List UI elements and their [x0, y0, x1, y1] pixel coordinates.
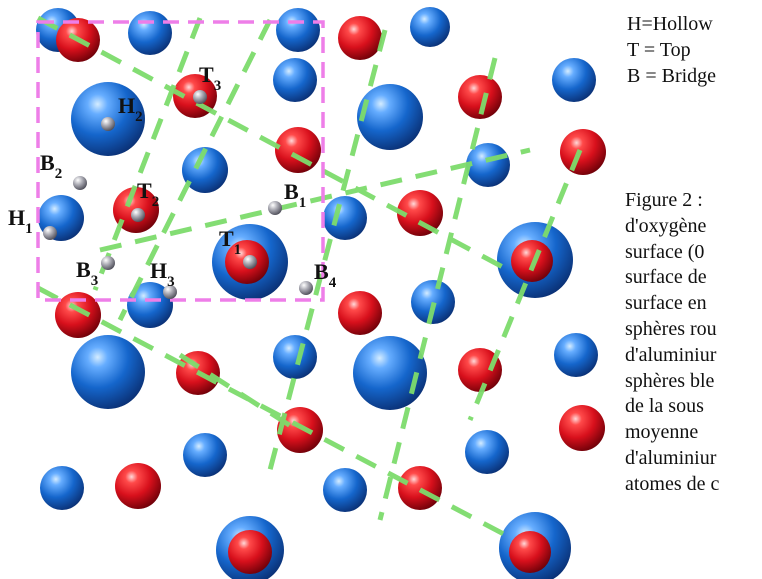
caption-line: d'aluminiur	[625, 446, 717, 469]
oxygen-atom	[458, 348, 502, 392]
caption-line: surface en	[625, 292, 707, 315]
aluminium-atom-small	[465, 430, 509, 474]
legend-hollow: H=Hollow	[627, 13, 713, 35]
site-label-b2: B2	[40, 150, 62, 182]
oxygen-atom	[559, 405, 605, 451]
aluminium-atom-large	[353, 336, 427, 410]
aluminium-atoms-small	[36, 7, 598, 512]
adsorption-site	[101, 256, 115, 270]
oxygen-atom	[560, 129, 606, 175]
caption-line: surface (0	[625, 240, 705, 263]
aluminium-atom-small	[323, 468, 367, 512]
aluminium-atom-small	[410, 7, 450, 47]
adsorption-site	[299, 281, 313, 295]
caption-line: sphères rou	[625, 317, 717, 340]
oxygen-atom	[115, 463, 161, 509]
aluminium-atom-small	[183, 433, 227, 477]
aluminium-atom-small	[411, 280, 455, 324]
site-label-h1: H1	[8, 205, 33, 237]
site-label-h2: H2	[118, 93, 143, 125]
surface-line	[178, 352, 302, 435]
aluminium-atom-large	[71, 335, 145, 409]
adsorption-sites	[43, 90, 313, 299]
oxygen-atom	[277, 407, 323, 453]
surface-line	[117, 18, 273, 322]
aluminium-atom-small	[276, 8, 320, 52]
site-labels: T3 H2 B2 T2 B1 H1 T1 B3 H3 B4	[8, 62, 337, 291]
aluminium-atom-small	[127, 282, 173, 328]
site-label-b3: B3	[76, 257, 98, 289]
oxygen-atom	[398, 466, 442, 510]
surface-lines	[36, 15, 583, 543]
caption-line: de la sous	[625, 395, 704, 418]
site-label-h3: H3	[150, 258, 175, 290]
site-label-t2: T2	[137, 178, 159, 210]
oxygen-atom	[397, 190, 443, 236]
adsorption-site	[101, 117, 115, 131]
oxygen-atom	[338, 291, 382, 335]
caption-line: d'oxygène	[625, 214, 707, 237]
legend-bridge: B = Bridge	[627, 65, 717, 87]
figure-caption: Figure 2 : d'oxygène surface (0 surface …	[625, 188, 762, 498]
oxygen-atom	[55, 292, 101, 338]
oxygen-atom	[511, 240, 553, 282]
caption-line: d'aluminiur	[625, 343, 717, 366]
caption-line: surface de	[625, 266, 707, 289]
surface-model-diagram: T3 H2 B2 T2 B1 H1 T1 B3 H3 B4	[8, 7, 606, 579]
adsorption-site	[73, 176, 87, 190]
adsorption-site	[131, 208, 145, 222]
unit-cell-outline	[36, 20, 325, 302]
site-label-b4: B4	[314, 259, 337, 291]
aluminium-atom-small	[552, 58, 596, 102]
caption-line: Figure 2 :	[625, 189, 703, 211]
legend-top: T = Top	[627, 39, 691, 61]
caption-line: atomes de c	[625, 472, 720, 495]
aluminium-atom-small	[182, 147, 228, 193]
surface-line	[92, 17, 203, 291]
aluminium-atom-small	[466, 143, 510, 187]
adsorption-site	[193, 90, 207, 104]
adsorption-site	[268, 201, 282, 215]
aluminium-atom-small	[273, 58, 317, 102]
caption-line: sphères ble	[625, 369, 715, 392]
adsorption-site	[43, 226, 57, 240]
surface-line	[99, 147, 531, 253]
oxygen-atom	[458, 75, 502, 119]
aluminium-atom-small	[273, 335, 317, 379]
oxygen-atom	[228, 530, 272, 574]
aluminium-atom-small	[40, 466, 84, 510]
oxygen-atom	[338, 16, 382, 60]
surface-line	[36, 15, 514, 275]
site-label-b1: B1	[284, 179, 306, 211]
oxygen-atom	[509, 531, 551, 573]
surface-line	[467, 149, 583, 421]
adsorption-site	[243, 255, 257, 269]
oxygen-atom	[275, 127, 321, 173]
aluminium-atom-small	[323, 196, 367, 240]
aluminium-atom-small	[128, 11, 172, 55]
caption-line: moyenne	[625, 421, 699, 444]
surface-line	[377, 57, 498, 521]
site-label-t3: T3	[199, 62, 221, 94]
aluminium-atom-small	[554, 333, 598, 377]
surface-line	[267, 29, 388, 471]
adsorption-site	[163, 285, 177, 299]
aluminium-atom-large	[357, 84, 423, 150]
site-label-t1: T1	[219, 226, 241, 258]
